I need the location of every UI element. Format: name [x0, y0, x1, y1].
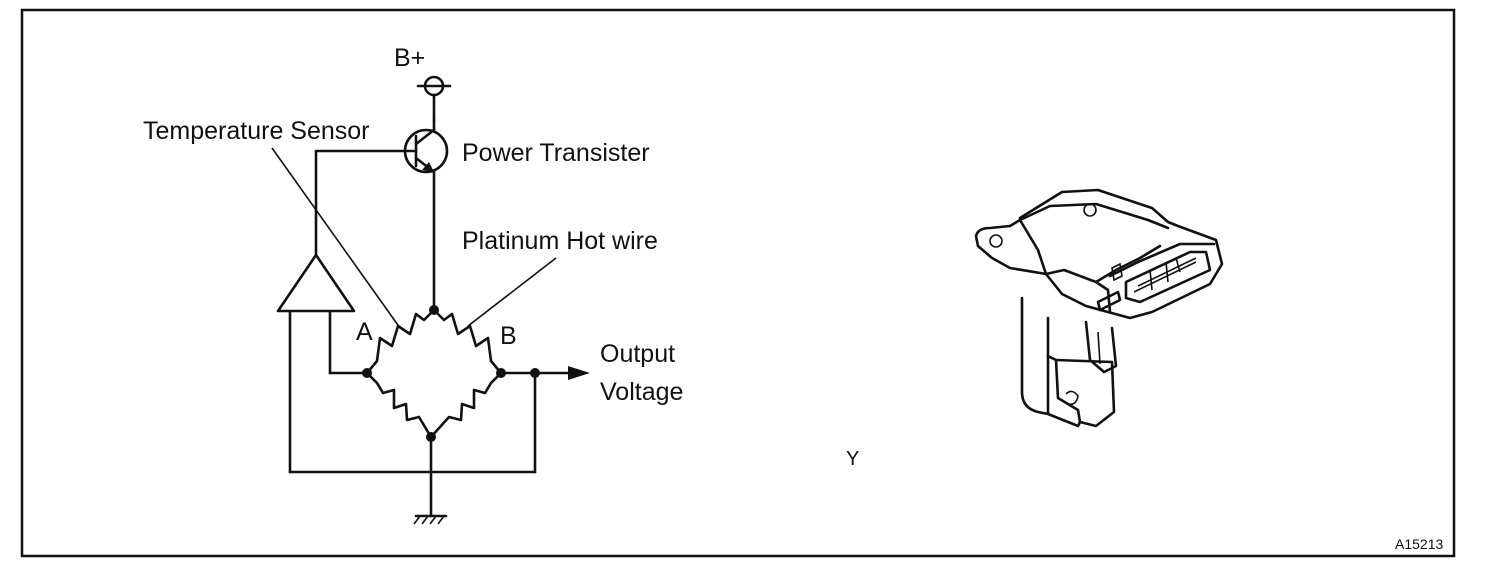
power-transistor-symbol — [314, 118, 449, 312]
supply-terminal: B+ — [394, 44, 452, 122]
hot-wire-leader — [467, 257, 557, 327]
ground-symbol — [413, 435, 448, 525]
figure-code-label: A15213 — [1395, 536, 1443, 552]
temperature-sensor-label: Temperature Sensor — [143, 117, 370, 145]
amplifier-symbol — [276, 253, 369, 474]
output-label-line2: Voltage — [600, 378, 683, 406]
output-wiring — [288, 366, 590, 474]
wheatstone-bridge — [362, 305, 506, 442]
node-a-label: A — [356, 318, 373, 346]
hot-wire-label: Platinum Hot wire — [462, 227, 658, 255]
mass-air-flow-sensor-illustration — [974, 188, 1224, 428]
temperature-sensor-leader — [271, 147, 401, 329]
output-label-line1: Output — [600, 340, 675, 368]
power-transistor-label: Power Transister — [462, 139, 650, 167]
supply-label: B+ — [394, 44, 425, 72]
node-b-label: B — [500, 322, 517, 350]
figure-border — [20, 8, 1456, 558]
circuit-diagram: B+ — [143, 44, 683, 525]
part-mark-label: Y — [846, 448, 859, 470]
